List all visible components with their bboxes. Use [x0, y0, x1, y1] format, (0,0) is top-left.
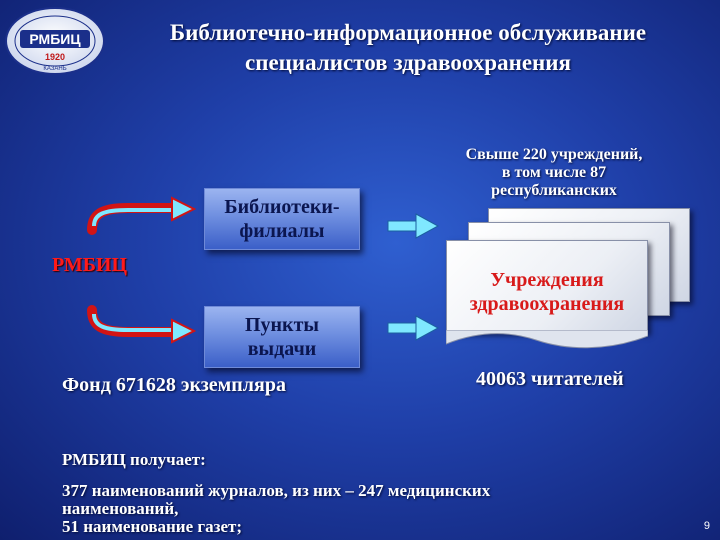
institutions-line-1: Учреждения — [490, 269, 604, 291]
arrow-right-icon — [387, 315, 440, 341]
points-line-1: Пункты — [244, 314, 320, 336]
note-line-1: Свыше 220 учреждений, — [465, 146, 643, 163]
institutions-note: Свыше 220 учреждений, в том числе 87 рес… — [432, 146, 676, 200]
journals-text: 377 наименований журналов, из них – 247 … — [62, 482, 622, 536]
logo-year: 1920 — [45, 52, 65, 62]
title-line-2: специалистов здравоохранения — [245, 50, 571, 75]
journals-line-1: 377 наименований журналов, из них – 247 … — [62, 481, 491, 500]
journals-line-2: наименований, — [62, 499, 179, 518]
journals-line-3: 51 наименование газет; — [62, 517, 243, 536]
logo-text: РМБИЦ — [29, 31, 81, 47]
fund-text: Фонд 671628 экземпляра — [62, 374, 286, 396]
branches-line-1: Библиотеки- — [224, 196, 340, 218]
title-line-1: Библиотечно-информационное обслуживание — [169, 20, 647, 45]
arrow-right-icon — [87, 196, 197, 235]
branches-box: Библиотеки- филиалы — [204, 188, 360, 250]
arrow-right-icon — [387, 213, 440, 239]
readers-count: 40063 читателей — [476, 368, 624, 390]
page-number: 9 — [703, 520, 710, 532]
note-line-3: республиканских — [491, 182, 617, 199]
receives-heading: РМБИЦ получает: — [62, 450, 206, 469]
institutions-label: Учреждения здравоохранения — [446, 268, 648, 316]
points-line-2: выдачи — [247, 338, 317, 360]
library-emblem-icon: РМБИЦ 1920 КАЗАНЬ — [5, 7, 105, 75]
institutions-line-2: здравоохранения — [469, 293, 625, 315]
points-box: Пункты выдачи — [204, 306, 360, 368]
document-wave-edge — [446, 330, 648, 349]
org-label: РМБИЦ — [52, 254, 128, 276]
logo-city: КАЗАНЬ — [43, 66, 66, 72]
slide-title: Библиотечно-информационное обслуживание … — [108, 18, 708, 78]
branches-line-2: филиалы — [239, 220, 325, 242]
arrow-right-icon — [87, 305, 197, 344]
document-sheet-front — [446, 240, 648, 333]
note-line-2: в том числе 87 — [501, 164, 607, 181]
